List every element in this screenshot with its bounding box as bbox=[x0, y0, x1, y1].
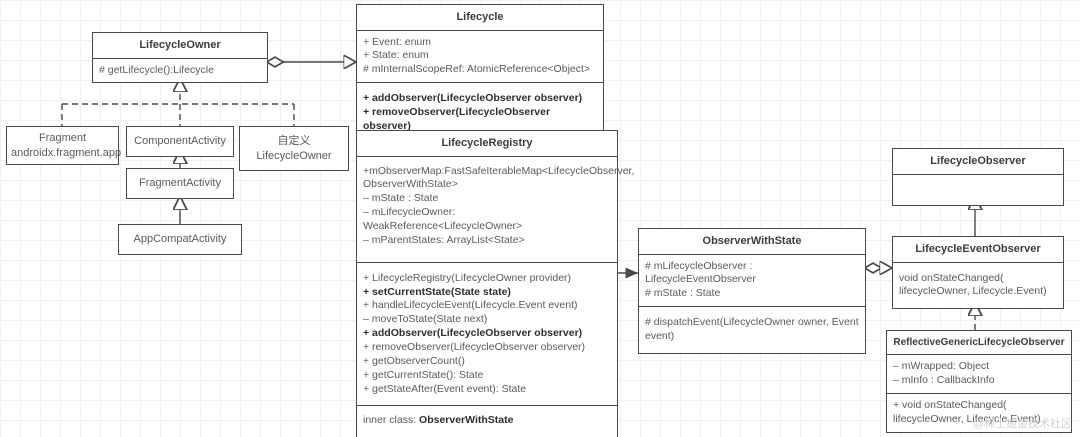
method-row: + removeObserver(LifecycleObserver obser… bbox=[363, 105, 551, 132]
class-attributes-lifecycle-observer bbox=[893, 175, 1063, 205]
class-box-reflective-generic-lifecycle-observer[interactable]: ReflectiveGenericLifecycleObserver – mWr… bbox=[886, 330, 1072, 433]
method-row: # dispatchEvent(LifecycleOwner owner, Ev… bbox=[645, 316, 859, 342]
attribute-row: + State: enum bbox=[363, 49, 429, 62]
method-row: + void onStateChanged( lifecycleOwner, L… bbox=[893, 398, 1041, 425]
class-box-app-compat-activity[interactable]: AppCompatActivity bbox=[118, 224, 242, 255]
class-attributes-lifecycle: + Event: enum + State: enum # mInternalS… bbox=[357, 31, 603, 84]
class-methods-lifecycle-event-observer: void onStateChanged( lifecycleOwner, Lif… bbox=[893, 263, 1063, 309]
attribute-row: # mLifecycleObserver : LifecycleEventObs… bbox=[645, 259, 756, 286]
inner-class-label: inner class: bbox=[363, 414, 420, 427]
class-attributes-lifecycle-registry: +mObserverMap:FastSafeIterableMap<Lifecy… bbox=[357, 157, 635, 263]
method-row: # getLifecycle():Lifecycle bbox=[99, 63, 214, 76]
class-box-lifecycle-event-observer[interactable]: LifecycleEventObserver void onStateChang… bbox=[892, 236, 1064, 310]
class-methods-lifecycle-owner: # getLifecycle():Lifecycle bbox=[93, 59, 267, 83]
method-row: + setCurrentState(State state) bbox=[363, 285, 511, 298]
class-title-lifecycle: Lifecycle bbox=[357, 5, 603, 31]
class-box-lifecycle-owner[interactable]: LifecycleOwner # getLifecycle():Lifecycl… bbox=[92, 32, 268, 84]
class-title-fragment: Fragment bbox=[38, 132, 87, 144]
attribute-row: – mWrapped: Object bbox=[893, 360, 990, 373]
method-row: + LifecycleRegistry(LifecycleOwner provi… bbox=[363, 271, 572, 284]
method-row: – moveToState(State next) bbox=[363, 313, 488, 326]
attribute-row: – mInfo : CallbackInfo bbox=[893, 374, 995, 387]
attribute-row: +mObserverMap:FastSafeIterableMap<Lifecy… bbox=[363, 164, 635, 191]
class-title-lifecycle-event-observer: LifecycleEventObserver bbox=[893, 237, 1063, 263]
class-title-reflective-generic-lifecycle-observer: ReflectiveGenericLifecycleObserver bbox=[887, 331, 1071, 356]
class-title-observer-with-state: ObserverWithState bbox=[639, 229, 865, 255]
attribute-row: + Event: enum bbox=[363, 35, 431, 48]
class-title-lifecycle-owner: LifecycleOwner bbox=[93, 33, 267, 59]
class-title-lifecycle-observer: LifecycleObserver bbox=[893, 149, 1063, 175]
class-title-fragment-activity: FragmentActivity bbox=[139, 177, 221, 189]
class-title-custom-lifecycle-owner: 自定义LifecycleOwner bbox=[256, 135, 332, 162]
class-methods-reflective-generic: + void onStateChanged( lifecycleOwner, L… bbox=[887, 394, 1071, 432]
method-row: + removeObserver(LifecycleObserver obser… bbox=[363, 340, 586, 353]
attribute-row: – mLifecycleOwner: WeakReference<Lifecyc… bbox=[363, 206, 523, 232]
class-footer-lifecycle-registry: inner class: ObserverWithState bbox=[357, 406, 617, 437]
class-box-custom-lifecycle-owner[interactable]: 自定义LifecycleOwner bbox=[239, 126, 349, 172]
class-title-component-activity: ComponentActivity bbox=[134, 135, 226, 147]
class-box-observer-with-state[interactable]: ObserverWithState # mLifecycleObserver :… bbox=[638, 228, 866, 354]
method-row: + addObserver(LifecycleObserver observer… bbox=[363, 327, 583, 340]
class-methods-lifecycle-registry: + LifecycleRegistry(LifecycleOwner provi… bbox=[357, 263, 617, 407]
class-box-fragment-activity[interactable]: FragmentActivity bbox=[126, 168, 234, 199]
class-attributes-observer-with-state: # mLifecycleObserver : LifecycleEventObs… bbox=[639, 255, 865, 308]
class-attributes-reflective-generic: – mWrapped: Object – mInfo : CallbackInf… bbox=[887, 355, 1071, 394]
attribute-row: # mState : State bbox=[645, 287, 721, 300]
attribute-row: # mInternalScopeRef: AtomicReference<Obj… bbox=[363, 63, 591, 76]
class-methods-observer-with-state: # dispatchEvent(LifecycleOwner owner, Ev… bbox=[639, 307, 865, 353]
attribute-row: – mState : State bbox=[363, 192, 439, 205]
inner-class-name: ObserverWithState bbox=[419, 414, 514, 427]
watermark: @稀土掘金技术社区 bbox=[972, 418, 1072, 430]
class-box-fragment[interactable]: Fragment androidx.fragment.app bbox=[6, 126, 122, 166]
class-title-app-compat-activity: AppCompatActivity bbox=[133, 233, 227, 245]
attribute-row: – mParentStates: ArrayList<State> bbox=[363, 233, 525, 246]
method-row: + getCurrentState(): State bbox=[363, 368, 484, 381]
method-row: + handleLifecycleEvent(Lifecycle.Event e… bbox=[363, 299, 578, 312]
class-title-lifecycle-registry: LifecycleRegistry bbox=[357, 131, 617, 157]
class-box-component-activity[interactable]: ComponentActivity bbox=[126, 126, 234, 157]
method-row: void onStateChanged( lifecycleOwner, Lif… bbox=[899, 271, 1047, 298]
method-row: + addObserver(LifecycleObserver observer… bbox=[363, 92, 583, 105]
class-box-lifecycle-registry[interactable]: LifecycleRegistry +mObserverMap:FastSafe… bbox=[356, 130, 635, 437]
class-box-lifecycle-observer[interactable]: LifecycleObserver bbox=[892, 148, 1064, 206]
method-row: + getStateAfter(Event event): State bbox=[363, 382, 527, 395]
class-subtitle-fragment: androidx.fragment.app bbox=[11, 146, 122, 159]
method-row: + getObserverCount() bbox=[363, 354, 465, 367]
